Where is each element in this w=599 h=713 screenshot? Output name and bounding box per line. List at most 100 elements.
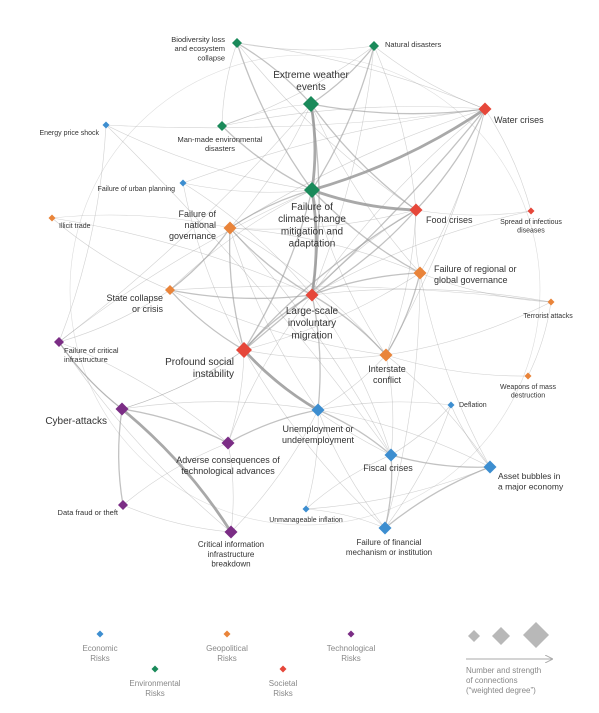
label-food: Food crises xyxy=(426,215,473,225)
link-interstate-unemployment xyxy=(317,354,387,411)
label-illicit: Illicit trade xyxy=(59,223,91,230)
link-manmade-natural xyxy=(221,45,375,127)
link-inflation-unemployment xyxy=(305,409,319,510)
link-climate-food xyxy=(311,188,417,212)
link-manmade-extreme_weather xyxy=(221,103,312,127)
link-asset-regional_gov xyxy=(419,272,491,468)
node-interstate xyxy=(379,348,393,362)
link-state_collapse-interstate xyxy=(169,289,387,356)
node-wmd xyxy=(524,372,532,380)
link-cyber-critical_infra xyxy=(58,341,123,410)
link-critical_infra-climate xyxy=(58,189,313,343)
link-energy-fiscal xyxy=(105,124,392,456)
link-financial-unemployment xyxy=(317,409,386,529)
weight-diamond-1-icon xyxy=(492,627,510,645)
hub-links xyxy=(69,54,541,526)
link-biodiversity-manmade xyxy=(221,42,238,127)
node-adverse_tech xyxy=(221,436,235,450)
legend-geopolitical-icon xyxy=(223,630,231,638)
link-financial-asset xyxy=(384,466,491,529)
link-state_collapse-social_instability xyxy=(169,289,245,351)
link-energy-critical_infra xyxy=(58,124,107,343)
link-deflation-financial xyxy=(384,404,452,529)
link-wmd-terrorist xyxy=(527,301,552,377)
link-climate-state_collapse xyxy=(169,189,313,291)
link-deflation-unemployment xyxy=(317,401,452,411)
link-migration-food xyxy=(311,209,417,296)
link-social_instability-food xyxy=(243,209,417,351)
node-financial xyxy=(378,521,392,535)
link-illicit-national_gov xyxy=(51,214,231,229)
node-manmade xyxy=(217,121,227,131)
link-natural-climate xyxy=(311,45,375,191)
link-unemployment-fiscal xyxy=(317,409,392,456)
link-regional_gov-interstate xyxy=(385,272,421,356)
link-regional_gov-climate xyxy=(311,189,421,274)
link-terrorist-interstate xyxy=(385,301,552,356)
link-terrorist-state_collapse xyxy=(169,285,552,303)
link-water-regional_gov xyxy=(419,108,486,274)
link-extreme_weather-food xyxy=(310,103,417,211)
label-urban: Failure of urban planning xyxy=(98,186,176,193)
label-data_fraud: Data fraud or theft xyxy=(58,508,119,517)
node-deflation xyxy=(447,401,455,409)
label-terrorist: Terrorist attacks xyxy=(523,313,573,320)
label-natural: Natural disasters xyxy=(385,40,442,49)
node-critical_infra xyxy=(54,337,64,347)
link-asset-interstate xyxy=(385,354,491,468)
link-unemployment-migration xyxy=(311,294,321,411)
link-cyber-unemployment xyxy=(121,401,319,411)
link-info_infra-unemployment xyxy=(230,409,319,533)
weight-diamond-2-icon xyxy=(523,622,549,648)
node-illicit xyxy=(48,214,56,222)
node-natural xyxy=(369,41,379,51)
node-climate xyxy=(304,182,320,198)
weight-diamond-0-icon xyxy=(468,630,480,642)
link-natural-migration xyxy=(311,45,375,296)
links xyxy=(51,42,552,533)
link-food-migration xyxy=(311,209,417,296)
link-cyber-data_fraud xyxy=(118,408,124,506)
link-biodiversity-food xyxy=(236,42,417,211)
link-adverse_tech-info_infra xyxy=(227,442,234,533)
label-cyber: Cyber-attacks xyxy=(45,416,107,427)
legend-economic-icon xyxy=(96,630,104,638)
link-data_fraud-adverse_tech xyxy=(122,442,229,506)
link-financial-regional_gov xyxy=(384,272,421,529)
link-inflation-financial xyxy=(305,508,386,529)
node-data_fraud xyxy=(118,500,128,510)
link-national_gov-water xyxy=(229,108,486,229)
node-inflation xyxy=(302,505,310,513)
label-inflation: Unmanageable inflation xyxy=(269,517,343,524)
link-deflation-asset xyxy=(450,404,491,468)
link-unemployment-adverse_tech xyxy=(227,409,319,444)
legend-environmental-icon xyxy=(151,665,159,673)
label-deflation: Deflation xyxy=(459,402,487,409)
link-state_collapse-migration xyxy=(169,289,313,300)
link-biodiversity-extreme_weather xyxy=(236,42,312,105)
link-biodiversity-climate xyxy=(236,42,313,191)
label-energy: Energy price shock xyxy=(39,130,99,137)
link-urban-water xyxy=(182,108,486,184)
link-terrorist-migration xyxy=(311,288,552,303)
node-extreme_weather xyxy=(303,96,319,112)
link-energy-climate xyxy=(105,124,313,191)
link-regional_gov-migration xyxy=(311,272,421,296)
link-national_gov-food xyxy=(229,209,417,230)
node-infectious xyxy=(527,207,535,215)
